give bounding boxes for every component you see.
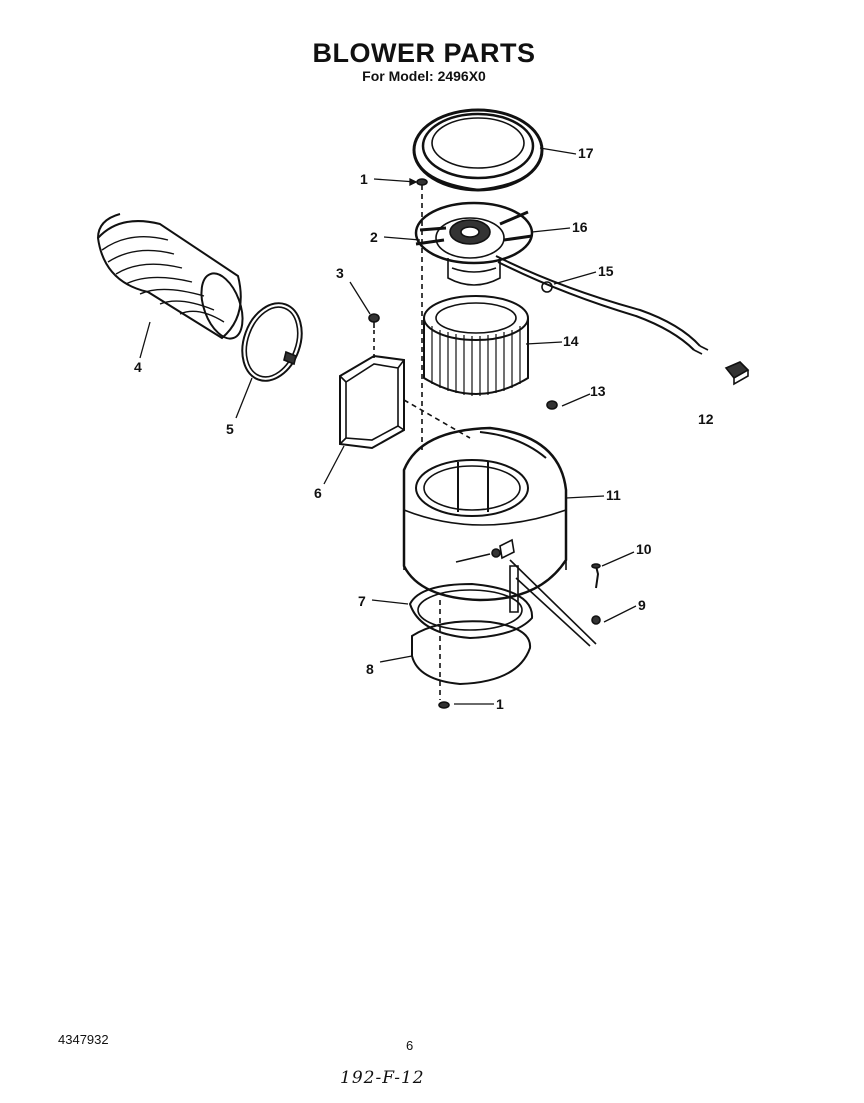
model-subtitle: For Model: 2496X0: [362, 68, 486, 84]
part-16-motor: [414, 201, 534, 286]
callout-17: 17: [578, 145, 594, 161]
handwritten-note: 192-F-12: [340, 1068, 425, 1088]
page-title: BLOWER PARTS: [312, 38, 536, 68]
callout-1-top: 1: [360, 171, 368, 187]
part-6-duct-adapter: [339, 354, 471, 450]
part-7-bottom-gasket: [408, 582, 534, 640]
callout-2: 2: [370, 229, 378, 245]
page-number: 6: [406, 1038, 414, 1053]
part-11-blower-housing: [402, 426, 568, 613]
callout-11: 11: [606, 487, 621, 503]
callout-3: 3: [336, 265, 344, 281]
callout-16: 16: [572, 219, 588, 235]
part-13-nut: [546, 400, 558, 410]
part-12-connector: [724, 361, 750, 386]
callout-15: 15: [598, 263, 614, 279]
callout-1-bottom: 1: [496, 696, 504, 712]
callout-9: 9: [638, 597, 646, 613]
callout-4: 4: [134, 359, 142, 375]
part-17-gasket: [412, 108, 544, 192]
part-10-screw: [591, 563, 601, 589]
callout-12: 12: [698, 411, 714, 427]
part-3-screw: [368, 313, 380, 362]
part-9-nut: [509, 559, 601, 647]
callout-14: 14: [563, 333, 579, 349]
part-15-wire-harness: [495, 255, 709, 355]
part-5-clamp: [241, 302, 303, 382]
leader-lines: [139, 147, 637, 705]
callout-13: 13: [590, 383, 606, 399]
part-8-bottom-plate: [411, 600, 532, 700]
part-number: 4347932: [58, 1032, 109, 1047]
callout-5: 5: [226, 421, 234, 437]
part-4-flexible-duct: [96, 213, 244, 340]
part-1-bottom-screw: [438, 701, 450, 709]
callout-10: 10: [636, 541, 652, 557]
part-14-blower-wheel: [423, 295, 529, 396]
callout-6: 6: [314, 485, 322, 501]
callout-8: 8: [366, 661, 374, 677]
callout-7: 7: [358, 593, 366, 609]
